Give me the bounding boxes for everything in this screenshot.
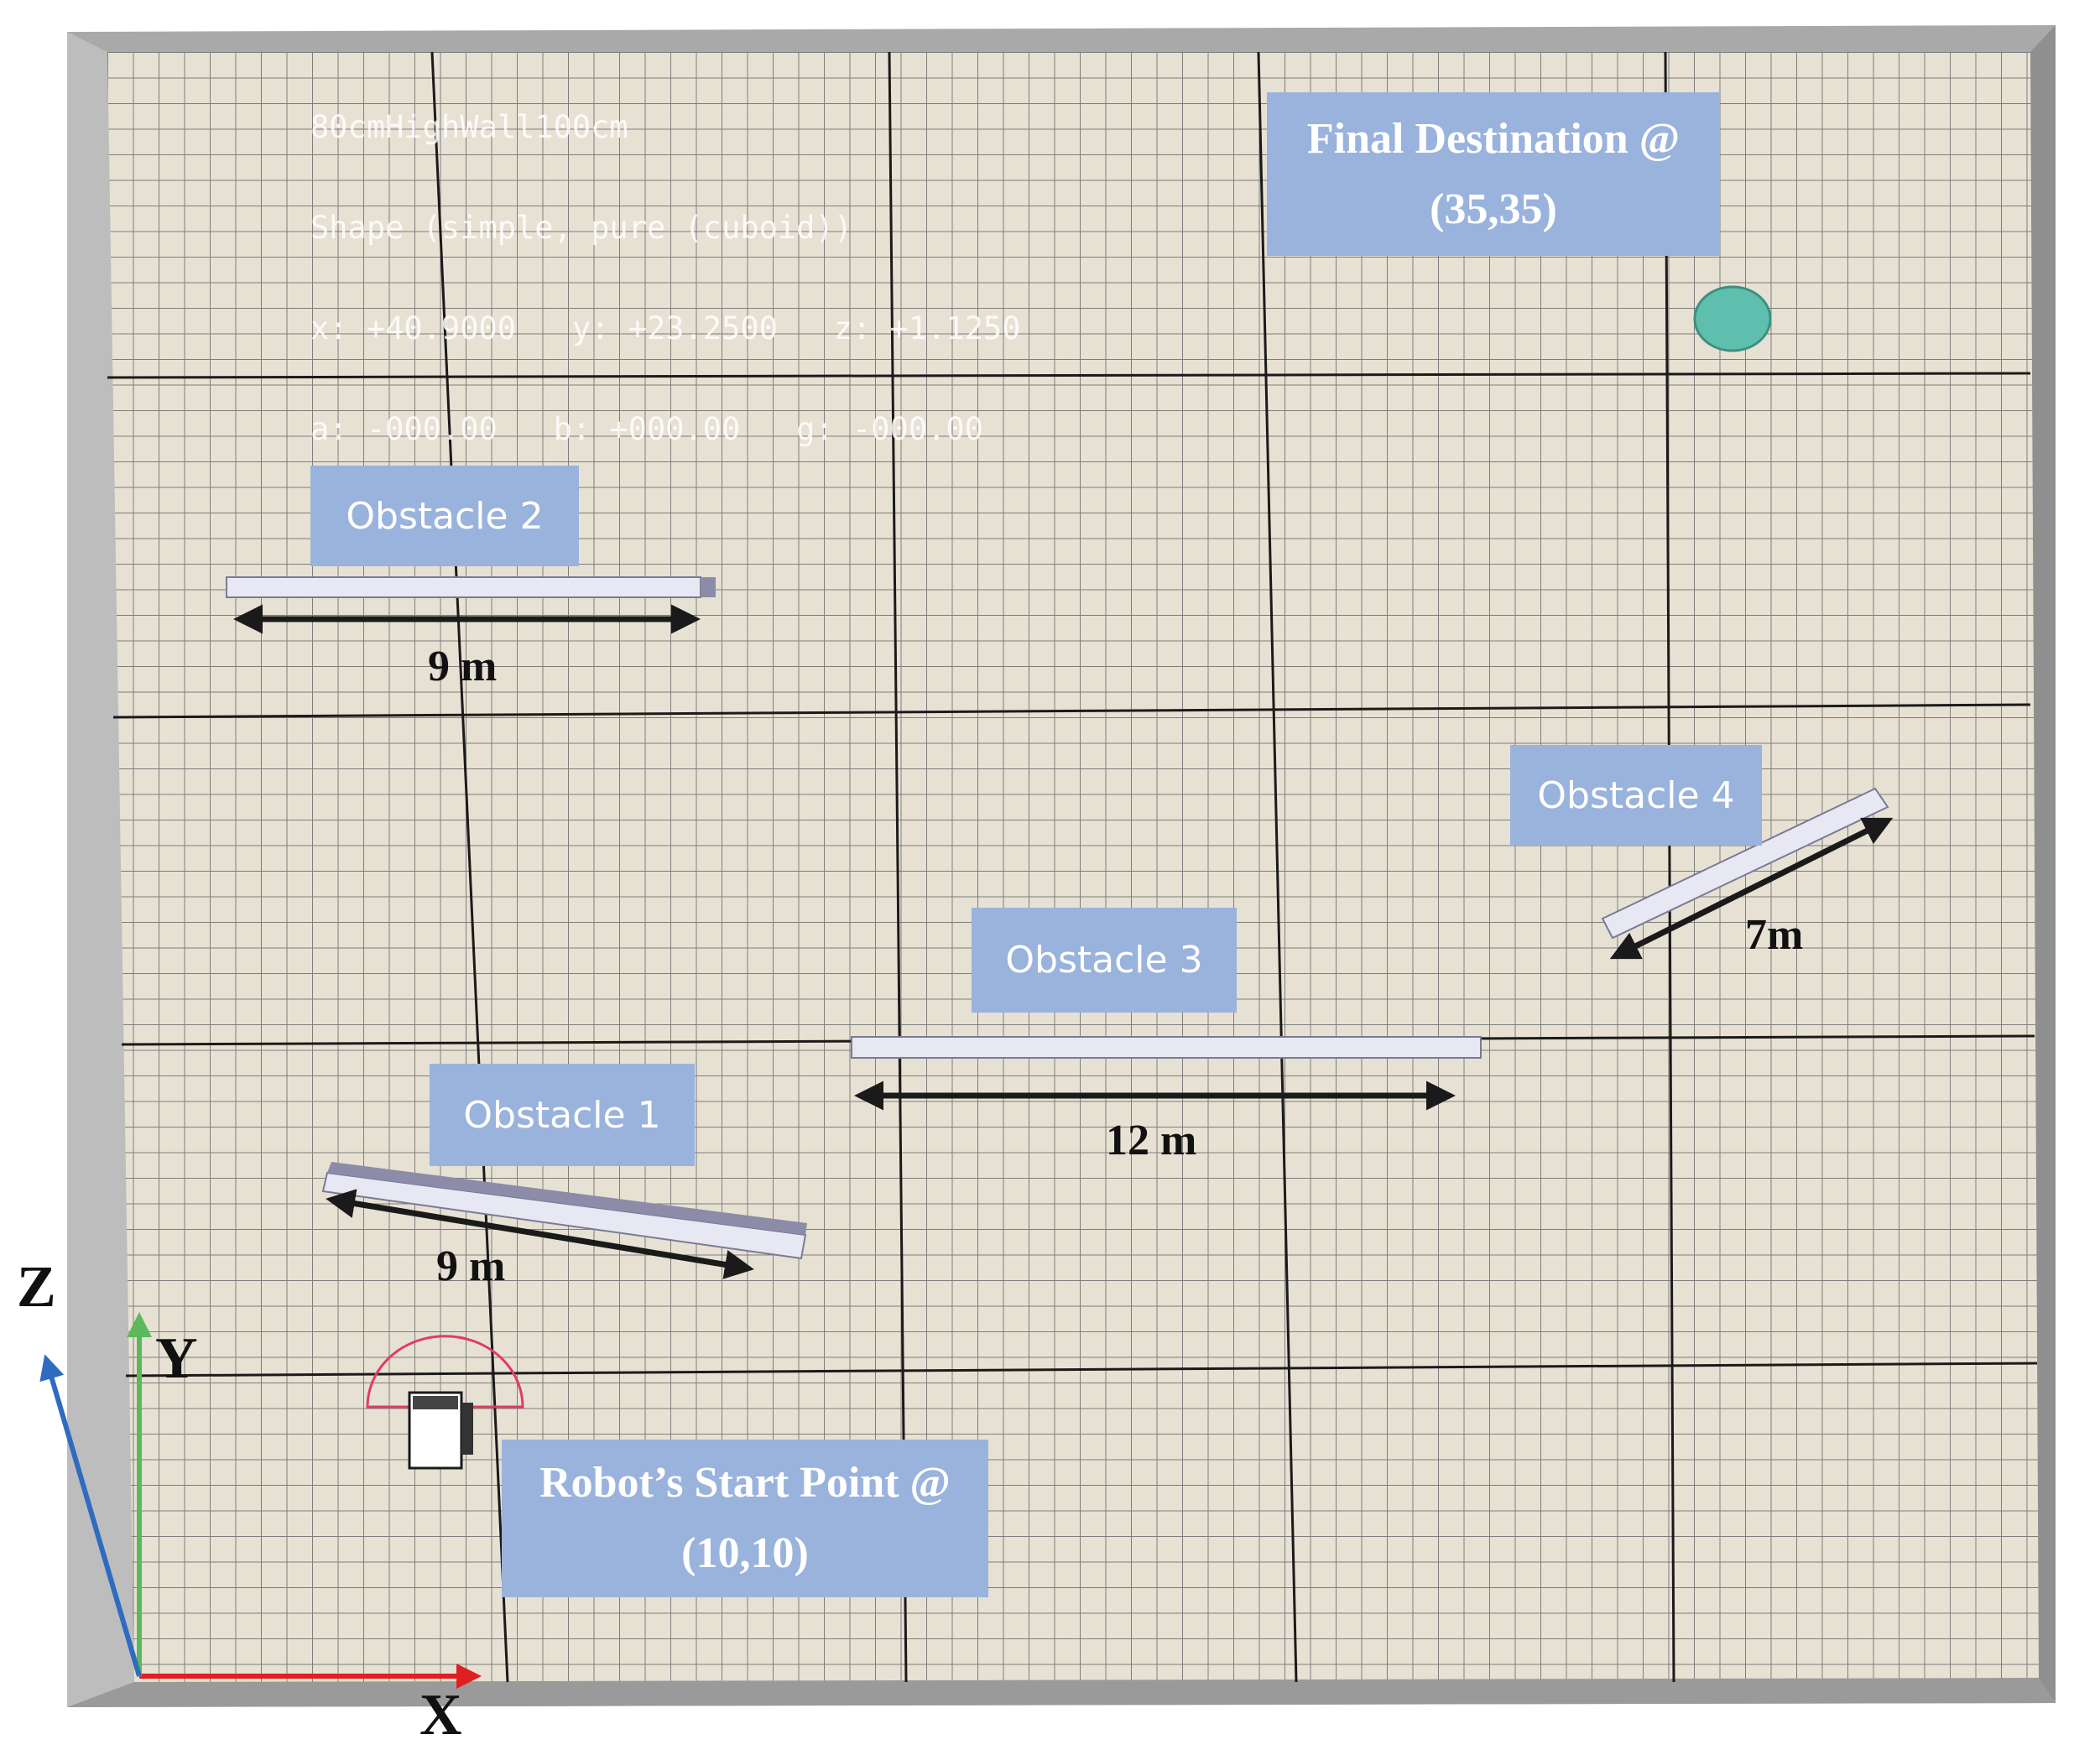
destination-title: Final Destination @: [1306, 114, 1681, 163]
info-line-orientation: a: -000.00 b: +000.00 g: -000.00: [310, 411, 983, 447]
obstacle-3-text: Obstacle 3: [1005, 939, 1203, 982]
start-coords: (10,10): [681, 1529, 809, 1577]
start-title: Robot’s Start Point @: [539, 1459, 951, 1507]
obstacle-1-label: Obstacle 1: [430, 1064, 695, 1166]
obstacle-4-length: 7m: [1745, 911, 1804, 959]
z-axis-arrow: [39, 1354, 142, 1677]
obstacle-1-text: Obstacle 1: [463, 1093, 661, 1137]
obstacle-4-dimension-arrow: [1609, 817, 1894, 960]
destination-coords: (35,35): [1430, 185, 1557, 233]
z-axis-label: Z: [17, 1255, 56, 1320]
goal-marker: [1693, 285, 1772, 352]
obstacle-2-length: 9 m: [428, 643, 498, 690]
obstacle-4-label: Obstacle 4: [1510, 745, 1762, 846]
info-line-name: 80cmHighWall100cm: [310, 109, 628, 145]
info-line-position: x: +40.9000 y: +23.2500 z: +1.1250: [310, 310, 1021, 346]
info-line-shape: Shape (simple, pure (cuboid)): [310, 210, 853, 246]
axis-indicator: [39, 1312, 482, 1689]
x-axis-label: X: [419, 1683, 462, 1747]
destination-label: Final Destination @ (35,35): [1267, 92, 1720, 256]
object-info-overlay: 80cmHighWall100cm Shape (simple, pure (c…: [310, 44, 1020, 480]
obstacle-3-label: Obstacle 3: [972, 908, 1237, 1013]
robot: [366, 1335, 524, 1470]
obstacle-2-wall: [226, 576, 716, 598]
obstacle-3-length: 12 m: [1106, 1117, 1197, 1164]
obstacle-1-dimension-arrow: [326, 1189, 754, 1279]
obstacle-2-text: Obstacle 2: [346, 494, 544, 538]
obstacle-4-text: Obstacle 4: [1537, 773, 1735, 817]
y-axis-label: Y: [155, 1326, 198, 1391]
obstacle-2-label: Obstacle 2: [310, 466, 579, 566]
obstacle-1-length: 9 m: [436, 1242, 506, 1290]
start-point-label: Robot’s Start Point @ (10,10): [502, 1440, 988, 1597]
obstacle-3-wall: [851, 1036, 1482, 1059]
